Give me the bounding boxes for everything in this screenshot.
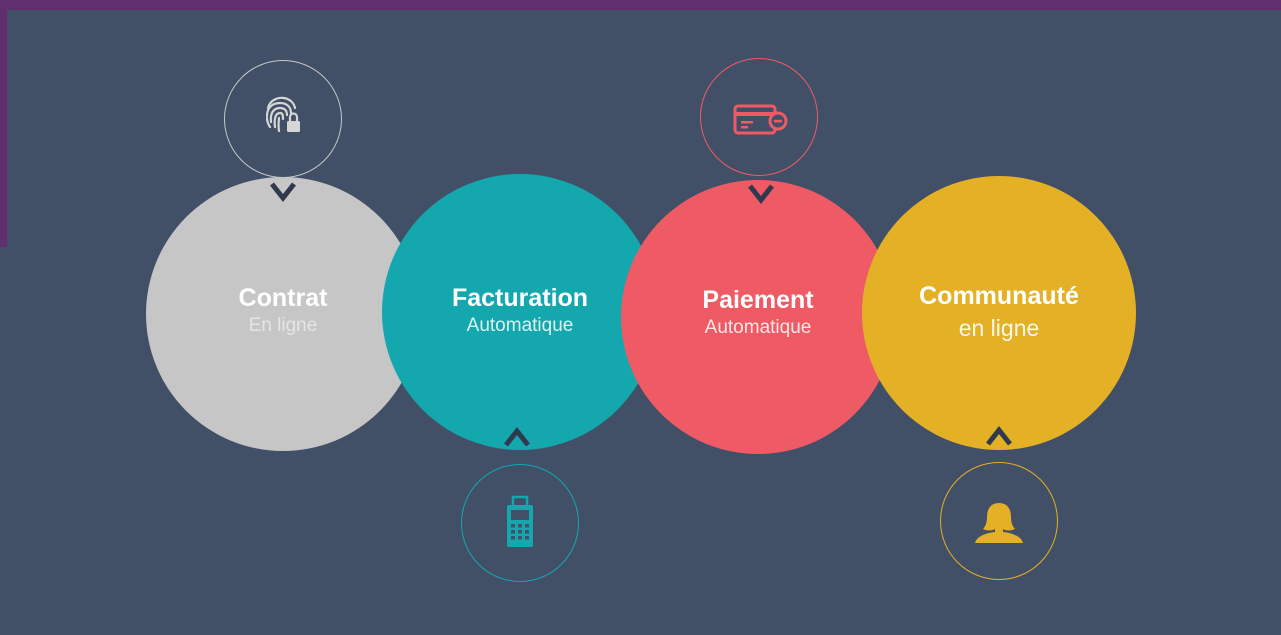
fingerprint-lock-icon — [265, 96, 300, 133]
step-subtitle: En ligne — [248, 315, 318, 336]
step-subtitle: Automatique — [466, 315, 574, 336]
payment-terminal-icon — [507, 495, 533, 547]
user-icon — [975, 503, 1023, 543]
left-strip — [0, 247, 7, 635]
step-label-contrat: Contrat En ligne — [173, 283, 393, 339]
chevron-up-icon — [986, 425, 1012, 446]
icon-ring-contrat — [224, 60, 342, 178]
step-circle-contrat — [146, 177, 420, 451]
icon-ring-paiement — [700, 58, 818, 176]
chevron-up-icon — [504, 426, 530, 447]
step-circle-communaute — [862, 176, 1136, 450]
step-subtitle: en ligne — [958, 315, 1040, 341]
step-circle-facturation — [382, 174, 658, 450]
chevron-down-icon — [270, 182, 296, 203]
step-label-communaute: Communauté en ligne — [889, 281, 1109, 345]
step-subtitle: Automatique — [704, 317, 812, 338]
credit-card-icon — [733, 104, 788, 135]
step-title: Facturation — [451, 284, 589, 312]
step-title: Communauté — [919, 282, 1079, 310]
step-title: Contrat — [238, 284, 328, 312]
step-label-facturation: Facturation Automatique — [410, 283, 630, 339]
step-title: Paiement — [702, 286, 814, 314]
step-label-paiement: Paiement Automatique — [648, 285, 868, 341]
icon-ring-facturation — [461, 464, 579, 582]
icon-ring-communaute — [940, 462, 1058, 580]
chevron-down-icon — [748, 184, 774, 205]
step-circle-paiement — [621, 180, 895, 454]
